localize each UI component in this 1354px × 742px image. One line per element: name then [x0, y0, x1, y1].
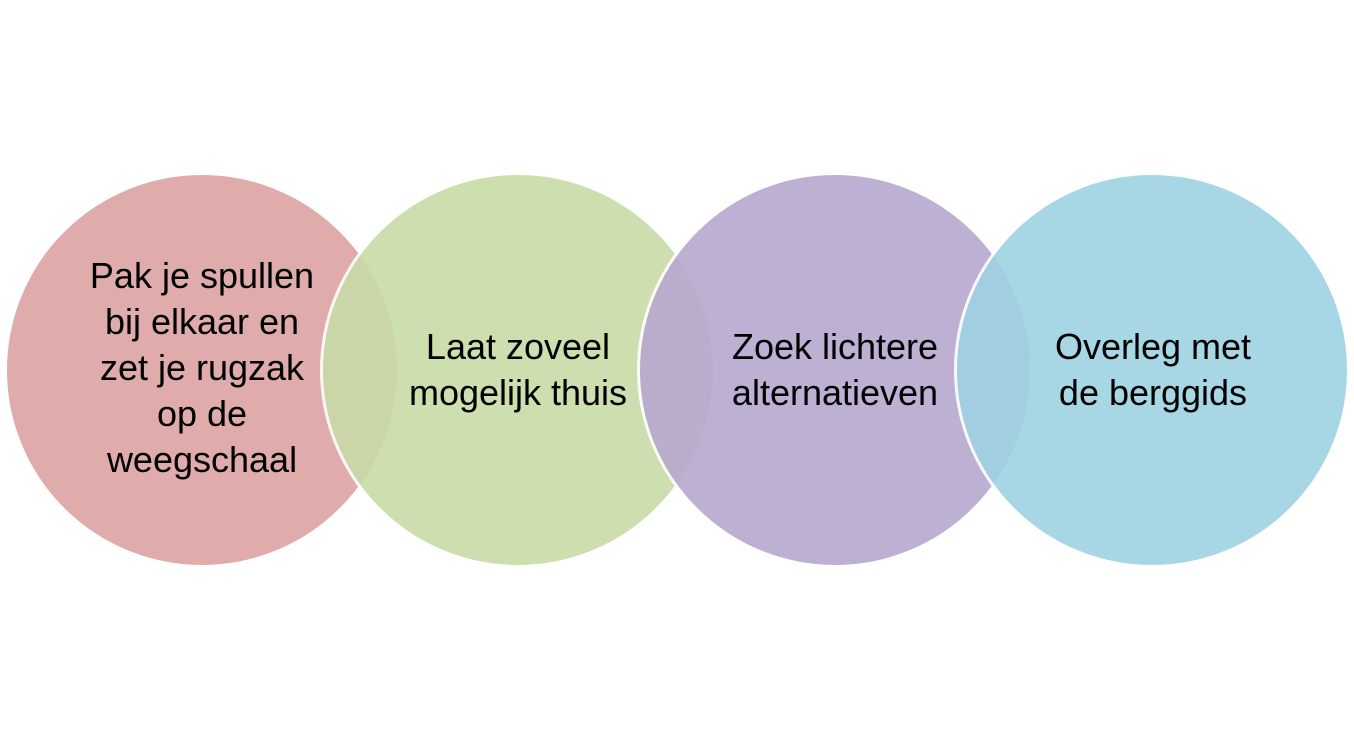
step-label-3: Zoek lichtere alternatieven	[731, 326, 939, 413]
step-label-4: Overleg met de berggids	[1054, 326, 1252, 413]
step-circle-4	[954, 172, 1350, 568]
step-label-1: Pak je spullen bij elkaar en zet je rugz…	[89, 255, 315, 480]
step-label-2: Laat zoveel mogelijk thuis	[408, 326, 628, 413]
